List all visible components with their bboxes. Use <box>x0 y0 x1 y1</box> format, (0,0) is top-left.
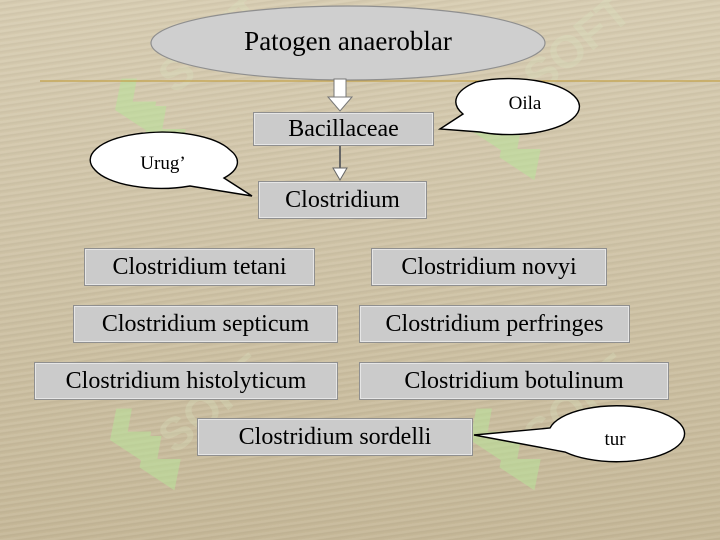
species-box: Clostridium tetani <box>84 248 315 286</box>
species-box: Clostridium novyi <box>371 248 607 286</box>
callout-family-label: Oila <box>508 93 542 114</box>
species-box: Clostridium perfringes <box>359 305 630 343</box>
species-box: Clostridium sordelli <box>197 418 473 456</box>
species-box: Clostridium septicum <box>73 305 338 343</box>
species-box: Clostridium histolyticum <box>34 362 338 400</box>
callout-genus-label: Urug’ <box>140 153 186 174</box>
callout-species-bubble <box>473 405 686 463</box>
root-label: Patogen anaeroblar <box>244 26 452 56</box>
arrow-family-to-genus <box>332 146 348 181</box>
callout-genus-bubble <box>89 131 253 197</box>
species-box: Clostridium botulinum <box>359 362 669 400</box>
arrow-root-to-family <box>326 78 354 112</box>
callout-species-label: tur <box>604 429 626 450</box>
genus-box: Clostridium <box>258 181 427 219</box>
family-box: Bacillaceae <box>253 112 434 146</box>
watermark-logo <box>110 408 181 491</box>
callout-family-bubble <box>437 77 581 136</box>
root-oval <box>150 5 546 81</box>
